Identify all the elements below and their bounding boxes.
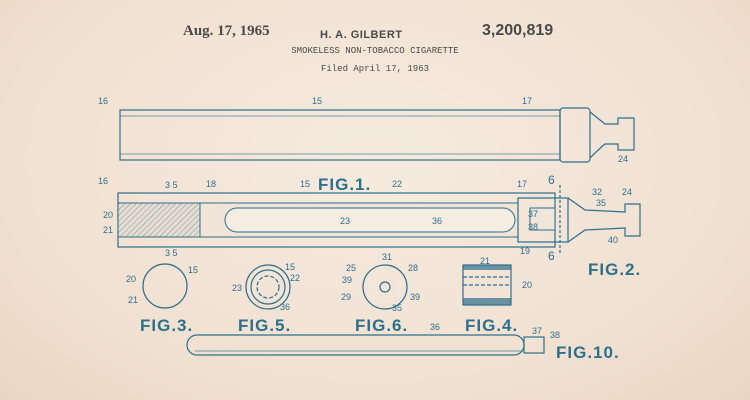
ref-24: 24 xyxy=(622,187,632,197)
ref-20: 20 xyxy=(103,210,113,220)
ref-39: 39 xyxy=(410,292,420,302)
ref-39: 39 xyxy=(342,275,352,285)
fig4-filter: 21 20 xyxy=(462,256,532,306)
ref-40: 40 xyxy=(608,235,618,245)
fig10-label: FIG.10. xyxy=(556,343,620,362)
fig3-end-view: 15 20 21 xyxy=(126,263,198,309)
fig1-label: FIG.1. xyxy=(318,175,371,194)
ref-16: 16 xyxy=(98,176,108,186)
ref-21: 21 xyxy=(103,225,113,235)
ref-25: 25 xyxy=(346,263,356,273)
fig4-label: FIG.4. xyxy=(465,316,518,335)
fig3-label: FIG.3. xyxy=(140,316,193,335)
ref-36: 36 xyxy=(432,216,442,226)
ref-15: 15 xyxy=(188,265,198,275)
ref-15: 15 xyxy=(312,96,322,106)
ref-22: 22 xyxy=(290,273,300,283)
ref-35: 3 5 xyxy=(165,248,178,258)
fig5-section: 15 22 23 36 xyxy=(232,262,300,312)
ref-35: 35 xyxy=(596,198,606,208)
ref-36: 36 xyxy=(280,302,290,312)
ref-38: 38 xyxy=(528,222,538,232)
fig1-cigarette-exterior: 16 15 17 24 xyxy=(98,96,635,164)
ref-38: 38 xyxy=(550,330,560,340)
ref-17: 17 xyxy=(517,179,527,189)
ref-15: 15 xyxy=(285,262,295,272)
section-6-bottom: 6 xyxy=(548,249,555,263)
patent-title: SMOKELESS NON-TOBACCO CIGARETTE xyxy=(291,46,459,56)
ref-20: 20 xyxy=(126,274,136,284)
fig6-label: FIG.6. xyxy=(355,316,408,335)
ref-17: 17 xyxy=(522,96,532,106)
ref-29: 29 xyxy=(341,292,351,302)
ref-23: 23 xyxy=(232,283,242,293)
section-6-top: 6 xyxy=(548,173,555,187)
fig10-rod: 36 37 38 xyxy=(186,322,560,356)
fig5-label: FIG.5. xyxy=(238,316,291,335)
ref-20: 20 xyxy=(522,280,532,290)
inventor-name: H. A. GILBERT xyxy=(320,29,403,41)
ref-32: 32 xyxy=(592,187,602,197)
fig2-label: FIG.2. xyxy=(588,260,641,279)
ref-36: 36 xyxy=(430,322,440,332)
ref-21: 21 xyxy=(480,256,490,266)
ref-23: 23 xyxy=(340,216,350,226)
ref-35: 35 xyxy=(392,303,402,313)
ref-35: 3 5 xyxy=(165,180,178,190)
fig2-cross-section: 16 3 5 18 15 22 17 6 32 24 35 37 38 40 1… xyxy=(98,173,641,263)
ref-37: 37 xyxy=(528,209,538,219)
fig6-section: 31 25 28 39 29 39 35 xyxy=(341,252,420,313)
ref-18: 18 xyxy=(206,179,216,189)
ref-19: 19 xyxy=(520,246,530,256)
ref-21: 21 xyxy=(128,295,138,305)
ref-28: 28 xyxy=(408,263,418,273)
patent-number: 3,200,819 xyxy=(482,22,554,39)
ref-15: 15 xyxy=(300,179,310,189)
ref-24: 24 xyxy=(618,154,628,164)
patent-date: Aug. 17, 1965 xyxy=(183,23,270,39)
ref-22: 22 xyxy=(392,179,402,189)
ref-16: 16 xyxy=(98,96,108,106)
ref-31: 31 xyxy=(382,252,392,262)
ref-37: 37 xyxy=(532,326,542,336)
filed-date: Filed April 17, 1963 xyxy=(320,64,430,74)
